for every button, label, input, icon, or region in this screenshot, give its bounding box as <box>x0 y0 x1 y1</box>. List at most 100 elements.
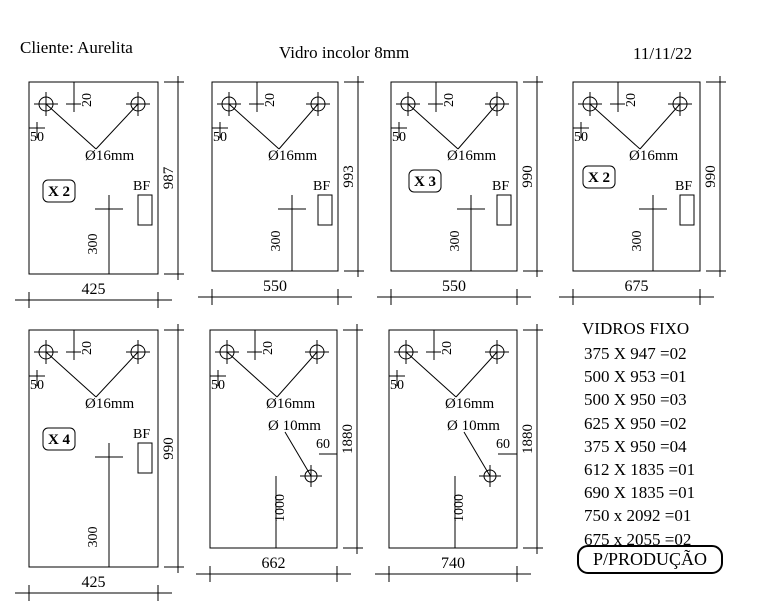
fixed-list-item: 500 X 953 =01 <box>584 367 687 387</box>
hole-diameter-label: Ø16mm <box>85 396 135 412</box>
lock-box <box>317 194 333 226</box>
width-label: 662 <box>262 555 286 572</box>
top-offset-label: 20 <box>263 93 278 107</box>
width-label: 550 <box>263 278 287 295</box>
width-label: 425 <box>82 281 106 298</box>
bf-label: BF <box>313 179 330 194</box>
fixed-list-item: 675 x 2055 =02 <box>584 529 692 549</box>
hole-small-diameter-label: Ø 10mm <box>447 418 500 434</box>
hinge-connector <box>228 103 280 150</box>
lower-hole-icon <box>300 465 322 487</box>
hole-diameter-label: Ø16mm <box>447 148 497 164</box>
handle-height-label: 300 <box>86 234 101 255</box>
hole-diameter-label: Ø16mm <box>266 396 316 412</box>
side-offset-label: 50 <box>390 378 404 393</box>
top-offset-label: 20 <box>440 341 455 355</box>
hinge-connector <box>276 351 318 398</box>
quantity-label: X 4 <box>48 432 71 448</box>
hinge-connector <box>589 103 641 150</box>
hole-diameter-label: Ø16mm <box>85 148 135 164</box>
hole-small-diameter-label: Ø 10mm <box>268 418 321 434</box>
fixed-list-item: 750 x 2092 =01 <box>584 506 692 526</box>
fixed-list-item: 500 X 950 =03 <box>584 390 687 410</box>
hinge-connector <box>405 351 457 398</box>
bf-label: BF <box>492 179 509 194</box>
panel-outline <box>28 329 159 568</box>
lock-box <box>679 194 695 226</box>
height-label: 990 <box>703 165 719 188</box>
hinge-connector <box>45 103 97 150</box>
quantity-badge <box>408 169 442 193</box>
fixed-list-item: 612 X 1835 =01 <box>584 460 696 480</box>
lock-box <box>137 194 153 226</box>
hinge-connector <box>45 351 97 398</box>
panel-outline <box>209 329 338 549</box>
lock-box <box>496 194 512 226</box>
handle-height-label: 300 <box>269 231 284 252</box>
width-label: 550 <box>442 278 466 295</box>
hinge-connector <box>95 351 139 398</box>
hinge-connector <box>278 103 319 150</box>
handle-height-label: 300 <box>448 231 463 252</box>
top-offset-label: 20 <box>80 341 95 355</box>
side-offset-label: 50 <box>30 378 44 393</box>
height-label: 990 <box>520 165 536 188</box>
hinge-connector <box>455 351 498 398</box>
top-offset-label: 20 <box>261 341 276 355</box>
fixed-list: 375 X 947 =02 500 X 953 =01 500 X 950 =0… <box>584 342 695 551</box>
width-label: 675 <box>625 278 649 295</box>
quantity-badge <box>582 165 616 189</box>
fixed-list-item: 625 X 950 =02 <box>584 413 687 433</box>
panel-outline <box>28 81 159 275</box>
hinge-connector <box>407 103 459 150</box>
right-offset-label: 60 <box>496 437 510 452</box>
lower-hole-connector <box>463 431 491 477</box>
side-offset-label: 50 <box>211 378 225 393</box>
height-label: 993 <box>341 165 357 188</box>
hinge-connector <box>95 103 139 150</box>
quantity-badge <box>42 179 76 203</box>
fixed-list-item: 375 X 947 =02 <box>584 344 687 363</box>
top-offset-label: 20 <box>442 93 457 107</box>
fixed-list-title: VIDROS FIXO <box>582 319 690 338</box>
lock-box <box>137 442 153 474</box>
width-label: 740 <box>441 555 465 572</box>
quantity-badge <box>42 427 76 451</box>
hinge-connector <box>457 103 498 150</box>
bf-label: BF <box>133 179 150 194</box>
panel-outline <box>572 81 701 272</box>
handle-height-label: 300 <box>86 527 101 548</box>
material-label: Vidro incolor 8mm <box>279 43 410 62</box>
side-offset-label: 50 <box>30 130 44 145</box>
panel-outline <box>390 81 518 272</box>
lower-hole-connector <box>284 431 312 477</box>
side-offset-label: 50 <box>574 130 588 145</box>
production-stamp: P/PRODUÇÃO <box>577 545 723 574</box>
height-label: 987 <box>161 166 177 189</box>
quantity-label: X 3 <box>414 174 436 190</box>
right-offset-label: 60 <box>316 437 330 452</box>
bf-label: BF <box>675 179 692 194</box>
fixed-list-item: 690 X 1835 =01 <box>584 483 696 503</box>
panel-outline <box>211 81 339 272</box>
handle-height-label: 300 <box>630 231 645 252</box>
height-label: 1880 <box>340 424 356 454</box>
bf-label: BF <box>133 427 150 442</box>
side-offset-label: 50 <box>213 130 227 145</box>
top-offset-label: 20 <box>80 93 95 107</box>
lower-hole-icon <box>479 465 501 487</box>
hole-diameter-label: Ø16mm <box>629 148 679 164</box>
height-label: 990 <box>161 437 177 460</box>
hole-diameter-label: Ø16mm <box>268 148 318 164</box>
width-label: 425 <box>82 574 106 591</box>
quantity-label: X 2 <box>48 184 70 200</box>
top-offset-label: 20 <box>624 93 639 107</box>
hinge-connector <box>639 103 681 150</box>
